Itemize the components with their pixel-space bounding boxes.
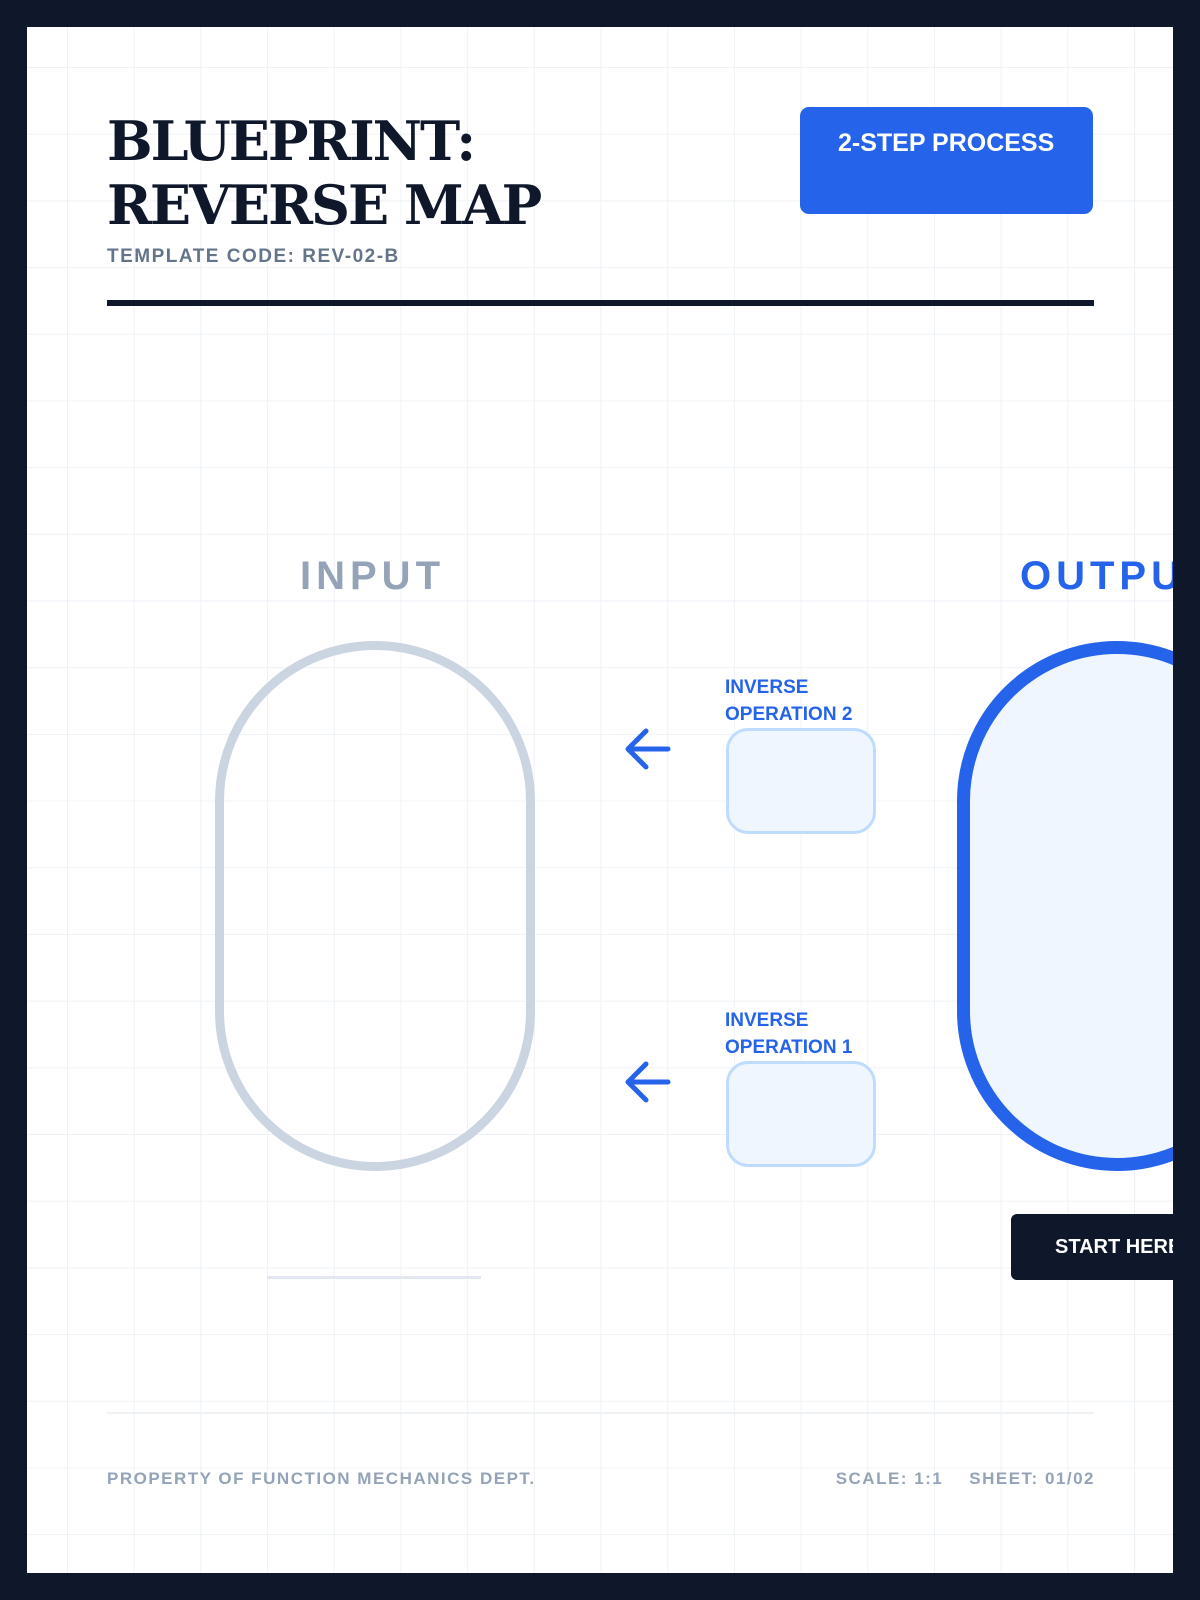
arrow-left-icon xyxy=(625,728,671,770)
output-label: OUTPUT xyxy=(1020,554,1173,598)
footer-property: PROPERTY OF FUNCTION MECHANICS DEPT. xyxy=(107,1469,536,1488)
inverse-operation-1-input[interactable] xyxy=(726,1061,876,1167)
footer-sheet: SHEET: 01/02 xyxy=(969,1469,1095,1488)
blueprint-sheet: BLUEPRINT: REVERSE MAP TEMPLATE CODE: RE… xyxy=(27,27,1173,1573)
footer-divider xyxy=(107,1412,1094,1414)
inverse-operation-2-label: INVERSE OPERATION 2 xyxy=(725,677,853,725)
header-divider xyxy=(107,300,1094,306)
inverse-operation-2-input[interactable] xyxy=(726,728,876,834)
inverse-operation-1-label: INVERSE OPERATION 1 xyxy=(725,1010,853,1058)
input-label: INPUT xyxy=(300,554,445,598)
process-badge: 2-STEP PROCESS xyxy=(800,107,1093,214)
template-code: TEMPLATE CODE: REV-02-B xyxy=(107,246,400,267)
output-field[interactable] xyxy=(957,641,1173,1171)
start-here-button[interactable]: START HERE xyxy=(1011,1214,1173,1280)
footer-scale: SCALE: 1:1 xyxy=(835,1469,944,1488)
input-underline xyxy=(267,1276,481,1279)
footer-meta: SCALE: 1:1 SHEET: 01/02 xyxy=(836,1469,1095,1489)
arrow-left-icon xyxy=(625,1061,671,1103)
page-title: BLUEPRINT: REVERSE MAP xyxy=(107,109,542,237)
input-field[interactable] xyxy=(215,641,535,1171)
